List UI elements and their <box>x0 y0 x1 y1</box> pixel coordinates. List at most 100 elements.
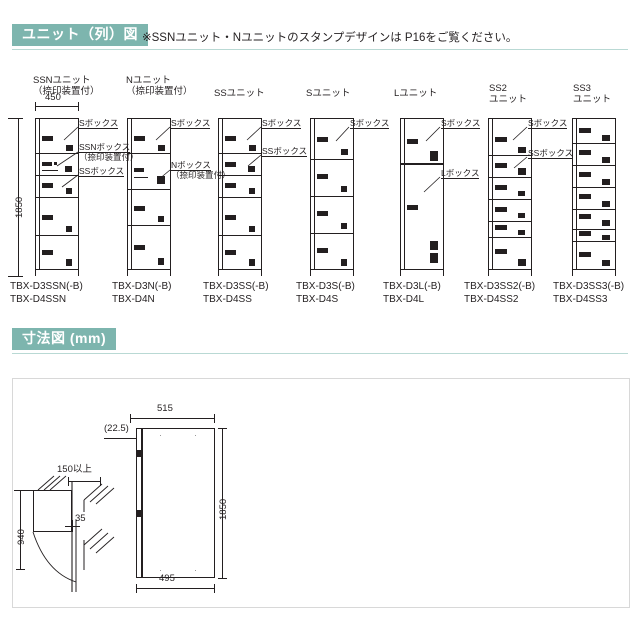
door-handle <box>42 183 53 188</box>
door-handle <box>579 214 591 219</box>
dial-pad <box>430 151 438 161</box>
dim1850-label: 1850 <box>218 498 229 520</box>
dim150-label: 150以上 <box>57 464 92 475</box>
shelf <box>573 229 615 231</box>
dim150-tick-left <box>68 477 69 486</box>
dim150-tick-right <box>100 477 101 486</box>
dial-pad <box>341 223 347 229</box>
side-top-extension <box>14 490 72 491</box>
door-handle <box>579 172 591 177</box>
door-handle <box>579 150 591 155</box>
cabinet-side-panel <box>136 428 142 578</box>
shelf <box>489 199 531 201</box>
model-ss-2: TBX-D4SS <box>203 293 252 305</box>
unit-title-ss: SSユニット <box>214 88 265 99</box>
shelf <box>219 153 261 155</box>
callout-s-box-l: Sボックス <box>441 118 481 129</box>
unit-title-l: Lユニット <box>394 88 437 99</box>
unit-title-ss2-line1: SS2 <box>489 83 507 94</box>
dial-pad <box>249 226 255 232</box>
shelf <box>573 187 615 189</box>
model-ss2: TBX-D3SS2(-B) TBX-D4SS2 <box>464 281 535 306</box>
callout-ssn-box-line2: （捺印装置付） <box>79 152 139 162</box>
dial-pad <box>66 145 73 151</box>
dim515-tick-left <box>130 414 131 423</box>
unit-title-s-line1: Sユニット <box>306 88 351 99</box>
dial-pad <box>249 188 255 194</box>
callout-l-box: Lボックス <box>441 168 480 179</box>
height-dim-label: 1850 <box>14 196 25 218</box>
width-dim-tick-left <box>35 102 36 111</box>
column-left-jamb <box>491 119 493 275</box>
shelf <box>219 175 261 177</box>
unit-column-ssn <box>35 118 79 278</box>
dial-pad <box>602 157 610 163</box>
dial-pad <box>65 166 72 172</box>
door-handle <box>495 225 507 230</box>
section-divider-dimension <box>12 353 628 354</box>
unit-title-n-line2: （捺印装置付） <box>126 86 193 97</box>
callout-ssn-box-line1: SSNボックス <box>79 142 131 153</box>
door-handle <box>134 168 144 172</box>
unit-column-ss <box>218 118 262 278</box>
mail-slot <box>134 177 148 178</box>
panel-dot <box>195 570 196 571</box>
shelf <box>573 165 615 167</box>
callout-s-box-n: Sボックス <box>171 118 211 129</box>
shelf <box>573 209 615 211</box>
dim940-label: 940 <box>16 529 27 545</box>
stamp-unit <box>54 162 57 165</box>
unit-title-ss3: SS3 ユニット <box>573 83 611 105</box>
door-handle <box>407 205 418 210</box>
callout-s-box-ssn: Sボックス <box>79 118 119 129</box>
dial-pad <box>66 226 72 232</box>
shelf <box>573 143 615 145</box>
dial-pad <box>602 179 610 185</box>
dial-pad <box>66 188 72 194</box>
unit-title-ss3-line1: SS3 <box>573 83 591 94</box>
shelf <box>311 233 353 235</box>
dial-pad <box>518 259 526 266</box>
door-handle <box>579 231 591 236</box>
door-handle <box>579 128 591 133</box>
shelf <box>401 163 443 166</box>
height-dim-tick-bottom <box>14 276 23 277</box>
dial-pad <box>66 259 72 266</box>
dim35-vert <box>72 520 73 532</box>
dim1850-tick-top <box>218 428 227 429</box>
model-s-1: TBX-D3S(-B) <box>296 281 355 292</box>
model-ssn-2: TBX-D4SSN <box>10 293 67 305</box>
dial-pad <box>602 260 610 266</box>
dim1850-line <box>222 428 223 578</box>
model-ss3-2: TBX-D4SS3 <box>553 293 608 305</box>
dim940-tick-bottom <box>16 569 25 570</box>
shelf <box>36 197 78 199</box>
panel-dot <box>160 570 161 571</box>
dial-pad <box>602 235 610 240</box>
dim35-label: 35 <box>75 513 86 524</box>
dim495-tick-right <box>214 584 215 593</box>
shelf <box>489 221 531 223</box>
shelf <box>219 235 261 237</box>
column-left-jamb <box>403 119 405 275</box>
unit-title-ssn-line2: （捺印装置付） <box>33 86 100 97</box>
panel-dot <box>195 435 196 436</box>
section-divider-unit <box>12 49 628 50</box>
model-ss: TBX-D3SS(-B) TBX-D4SS <box>203 281 269 306</box>
callout-n-box: Nボックス （捺印装置付） <box>171 160 231 180</box>
door-handle <box>495 249 507 254</box>
callout-n-box-line1: Nボックス <box>171 160 211 171</box>
model-l-2: TBX-D4L <box>383 293 425 305</box>
unit-title-ss2: SS2 ユニット <box>489 83 527 105</box>
unit-title-n-line1: Nユニット <box>126 75 171 86</box>
model-n-2: TBX-D4N <box>112 293 155 305</box>
door-handle <box>225 136 236 141</box>
model-s: TBX-D3S(-B) TBX-D4S <box>296 281 355 306</box>
dim22-leader <box>104 438 137 439</box>
door-handle <box>407 139 418 144</box>
door-handle <box>495 137 507 142</box>
section-chip-unit-diagram: ユニット（列）図 <box>12 24 148 47</box>
width-dim-tick-right <box>78 102 79 111</box>
dial-pad <box>248 166 255 172</box>
door-handle <box>42 162 52 166</box>
